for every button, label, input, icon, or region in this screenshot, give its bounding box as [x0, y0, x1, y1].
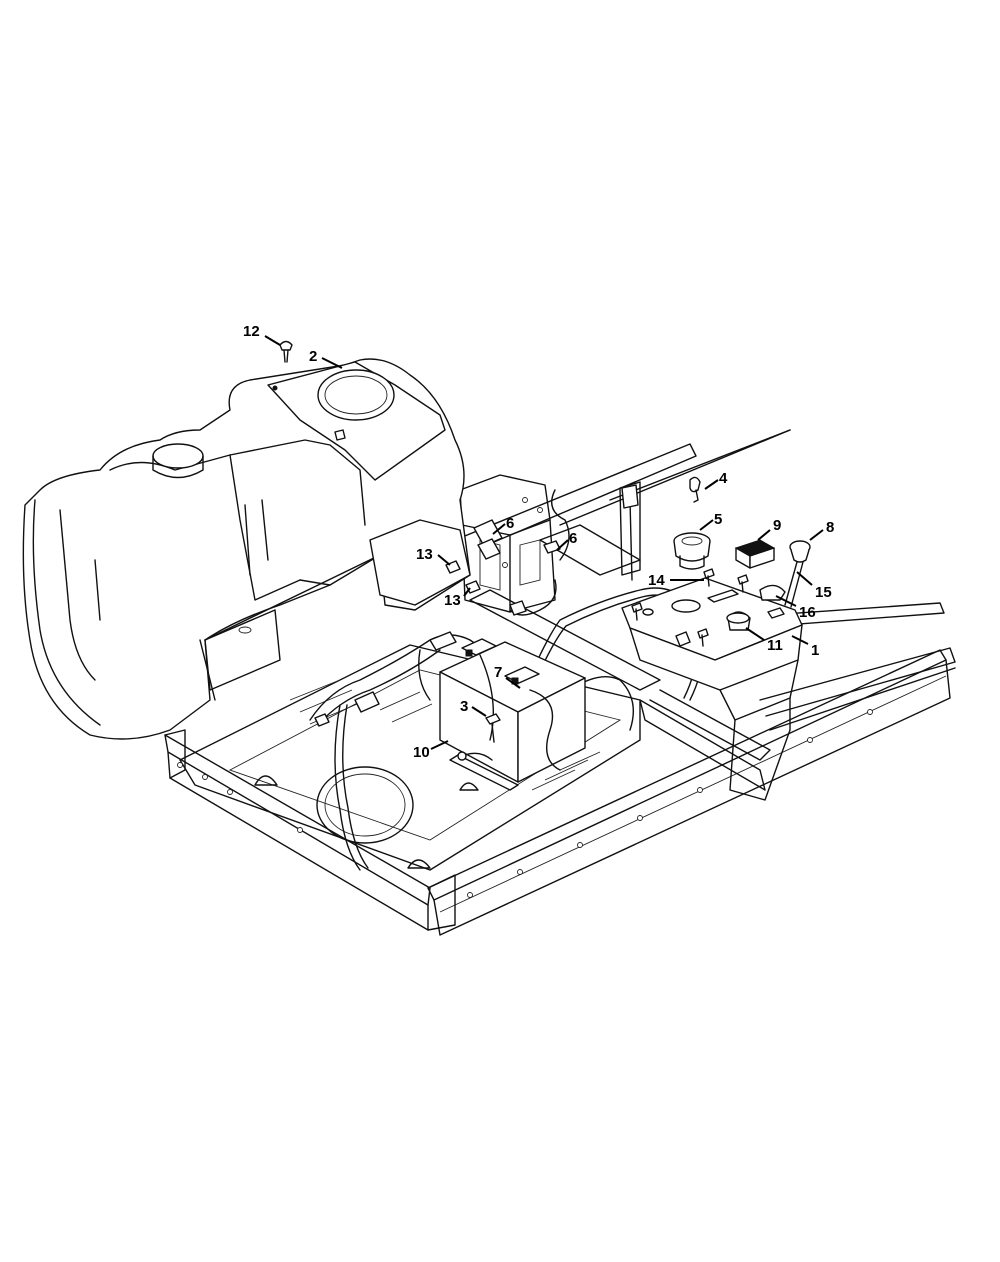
- callout-5: 5: [714, 511, 722, 528]
- key-part-4: [689, 476, 701, 503]
- cover-plate-part-2: [267, 361, 446, 481]
- leader-11: [745, 627, 765, 641]
- callout-1: 1: [811, 642, 819, 659]
- switch-part-9: [734, 539, 776, 569]
- leader-12: [264, 335, 281, 346]
- leader-1: [791, 635, 809, 645]
- leader-6a: [492, 523, 506, 535]
- callout-13b: 13: [444, 592, 461, 609]
- callout-6a: 6: [506, 515, 514, 532]
- leader-8: [809, 529, 824, 541]
- callout-6b: 6: [569, 530, 577, 547]
- leader-13a: [437, 554, 451, 566]
- leader-13b: [463, 587, 471, 597]
- callout-8: 8: [826, 519, 834, 536]
- callouts: 12 2 4 5 9 8 6 6 13 13 14 15 16 11 1 7 3…: [243, 323, 834, 761]
- leader-9: [757, 529, 771, 541]
- callout-15: 15: [815, 584, 832, 601]
- leader-16: [775, 595, 797, 607]
- leader-5: [699, 519, 714, 531]
- callout-16: 16: [799, 604, 816, 621]
- leader-10: [430, 740, 449, 750]
- push-rivet-part-12: [279, 340, 293, 363]
- fasteners: [445, 519, 561, 594]
- chassis-frame: [164, 429, 956, 936]
- callout-3: 3: [460, 698, 468, 715]
- leader-7: [505, 677, 521, 689]
- callout-13a: 13: [416, 546, 433, 563]
- bolt-part-3: [485, 713, 501, 743]
- leader-15: [796, 571, 813, 586]
- throttle-knob-part-8: [784, 540, 811, 608]
- dash-panel-part-1: [621, 577, 803, 801]
- battery-part-7: [439, 638, 586, 783]
- hold-down-part-10: [449, 754, 519, 791]
- callout-2: 2: [309, 348, 317, 365]
- leader-lines: [264, 335, 824, 750]
- leader-6b: [556, 539, 569, 551]
- screw-part-14: [703, 568, 749, 593]
- frame-holes: [177, 497, 873, 898]
- callout-11: 11: [767, 637, 783, 654]
- callout-10: 10: [413, 744, 430, 761]
- callout-4: 4: [719, 470, 728, 487]
- ignition-switch-part-5: [673, 532, 711, 570]
- callout-9: 9: [773, 517, 781, 534]
- leader-3: [471, 706, 487, 717]
- callout-7: 7: [494, 664, 502, 681]
- callout-14: 14: [648, 572, 665, 589]
- leader-2: [321, 357, 343, 369]
- callout-12: 12: [243, 323, 260, 340]
- leader-4: [704, 479, 719, 490]
- cable-end: [457, 751, 493, 761]
